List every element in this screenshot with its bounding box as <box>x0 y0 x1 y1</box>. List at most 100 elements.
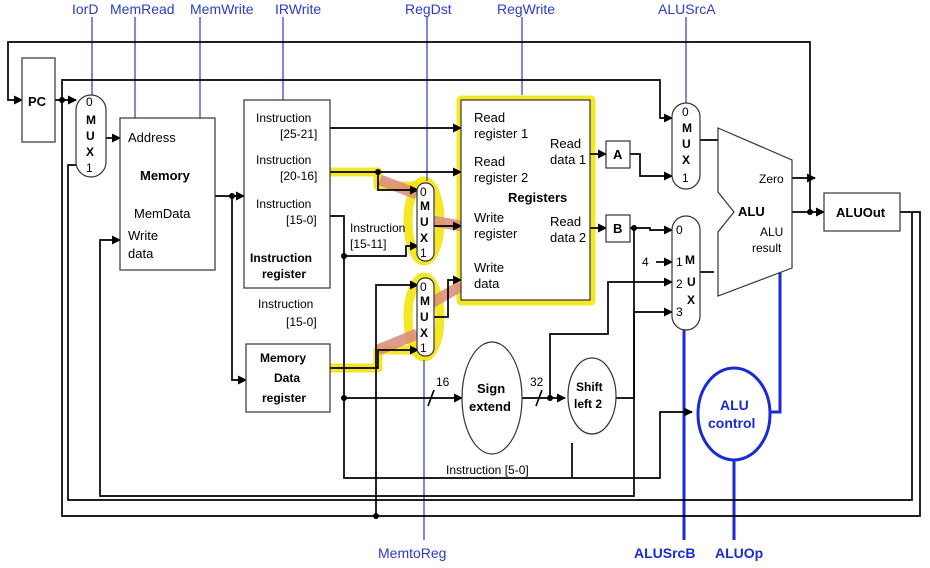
rd2-label-a: Read <box>550 214 581 229</box>
rd2-label-b: data 2 <box>550 230 586 245</box>
registers-title: Registers <box>508 190 567 205</box>
constant-four-label: 4 <box>642 255 649 269</box>
sign-extend <box>461 341 523 455</box>
width-slash-16 <box>427 389 435 407</box>
register-file <box>460 99 591 301</box>
a-register-label: A <box>613 147 623 162</box>
iord-mux-u: U <box>86 129 95 143</box>
alu-control <box>696 366 772 462</box>
memory-write-label: Write <box>128 228 158 243</box>
instr-5-0-label: Instruction [5-0] <box>446 463 529 477</box>
alusrca-mux-u: U <box>682 137 691 151</box>
mdr-label-2: Data <box>274 371 300 385</box>
alusrcb-mux <box>671 215 701 331</box>
regdst-signal: RegDst <box>405 1 452 17</box>
ir-field1-b: [25-21] <box>280 127 317 141</box>
alu-zero-label: Zero <box>759 172 784 186</box>
memory-memdata-label: MemData <box>134 206 191 221</box>
alu <box>717 127 793 297</box>
wd-label-b: data <box>474 276 500 291</box>
aluop-signal: ALUOp <box>715 545 763 561</box>
alusrcb-signal: ALUSrcB <box>634 545 695 561</box>
ir-title-1: Instruction <box>250 251 312 265</box>
alusrcb-mux-u: U <box>687 275 696 289</box>
wr-label-b: register <box>474 226 518 241</box>
alusrca-mux-x: X <box>682 153 690 167</box>
memory-data-label: data <box>128 246 154 261</box>
instr-15-0-a: Instruction <box>258 297 313 311</box>
regdst-mux-u: U <box>420 215 429 229</box>
alusrca-mux <box>671 102 701 190</box>
wr-label-a: Write <box>474 210 504 225</box>
alusrca-mux-in1: 1 <box>682 171 689 185</box>
b-register-label: B <box>613 221 622 236</box>
shift-label-2: left 2 <box>574 397 602 411</box>
sign-extend-label-2: extend <box>469 399 511 414</box>
alu-title: ALU <box>738 204 765 219</box>
rr2-label-a: Read <box>474 154 505 169</box>
iord-mux-x: X <box>86 145 94 159</box>
active-path-highlight <box>375 174 464 356</box>
data-wires <box>7 41 921 517</box>
iord-mux-in1: 1 <box>86 161 93 175</box>
memory-address-label: Address <box>128 130 176 145</box>
alusrca-mux-in0: 0 <box>682 105 689 119</box>
ir-field2-b: [20-16] <box>280 169 317 183</box>
iord-mux <box>75 94 107 178</box>
alu-control-label-1: ALU <box>720 397 749 413</box>
memtoreg-mux-m: M <box>420 294 430 308</box>
width-slash-32 <box>535 389 543 407</box>
mdr-label-3: register <box>262 391 306 405</box>
regdst-mux-x: X <box>420 231 428 245</box>
mdr-label-1: Memory <box>260 351 306 365</box>
rr1-label-a: Read <box>474 110 505 125</box>
regwrite-signal: RegWrite <box>497 1 555 17</box>
b-register <box>605 214 631 243</box>
alusrcb-mux-in2: 2 <box>676 277 683 291</box>
rd1-label-a: Read <box>550 136 581 151</box>
alu-control-label-2: control <box>708 415 755 431</box>
ir-field3-b: [15-0] <box>286 213 317 227</box>
memtoreg-mux-in1: 1 <box>420 341 427 355</box>
sign-extend-label-1: Sign <box>477 381 505 396</box>
alusrca-mux-m: M <box>682 121 692 135</box>
memwrite-signal: MemWrite <box>190 1 254 17</box>
memory-block <box>119 117 216 271</box>
rd1-label-b: data 1 <box>550 152 586 167</box>
alusrcb-mux-in0: 0 <box>676 223 683 237</box>
irwrite-signal: IRWrite <box>275 1 321 17</box>
a-register <box>605 140 631 169</box>
aluout-label: ALUOut <box>836 205 886 220</box>
pc-label: PC <box>28 94 47 109</box>
width-16-label: 16 <box>436 375 450 389</box>
memtoreg-signal: MemtoReg <box>378 545 446 561</box>
memtoreg-mux-in0: 0 <box>420 280 427 294</box>
iord-mux-m: M <box>86 113 96 127</box>
width-32-label: 32 <box>530 375 544 389</box>
aluout-register <box>823 192 901 232</box>
alu-result-label-b: result <box>752 241 782 255</box>
memory-title: Memory <box>140 168 191 183</box>
memtoreg-mux-u: U <box>420 310 429 324</box>
ir-field3-a: Instruction <box>256 197 311 211</box>
instruction-register <box>243 99 331 289</box>
instr-15-0-b: [15-0] <box>286 315 317 329</box>
ir-field1-a: Instruction <box>256 111 311 125</box>
alusrcb-mux-in3: 3 <box>676 305 683 319</box>
iord-signal: IorD <box>72 1 98 17</box>
alusrcb-mux-in1: 1 <box>676 255 683 269</box>
wd-label-a: Write <box>474 260 504 275</box>
alu-result-label-a: ALU <box>760 225 783 239</box>
instr-15-11-a: Instruction <box>350 221 405 235</box>
control-wires <box>91 17 782 540</box>
memread-signal: MemRead <box>110 1 175 17</box>
rr2-label-b: register 2 <box>474 170 528 185</box>
regdst-mux-in1: 1 <box>420 246 427 260</box>
memtoreg-mux <box>416 277 435 357</box>
shift-label-1: Shift <box>576 380 603 394</box>
instr-15-11-b: [15-11] <box>350 237 386 251</box>
junction-dots <box>59 97 813 519</box>
regdst-mux-in0: 0 <box>420 185 427 199</box>
ir-title-2: register <box>262 267 306 281</box>
